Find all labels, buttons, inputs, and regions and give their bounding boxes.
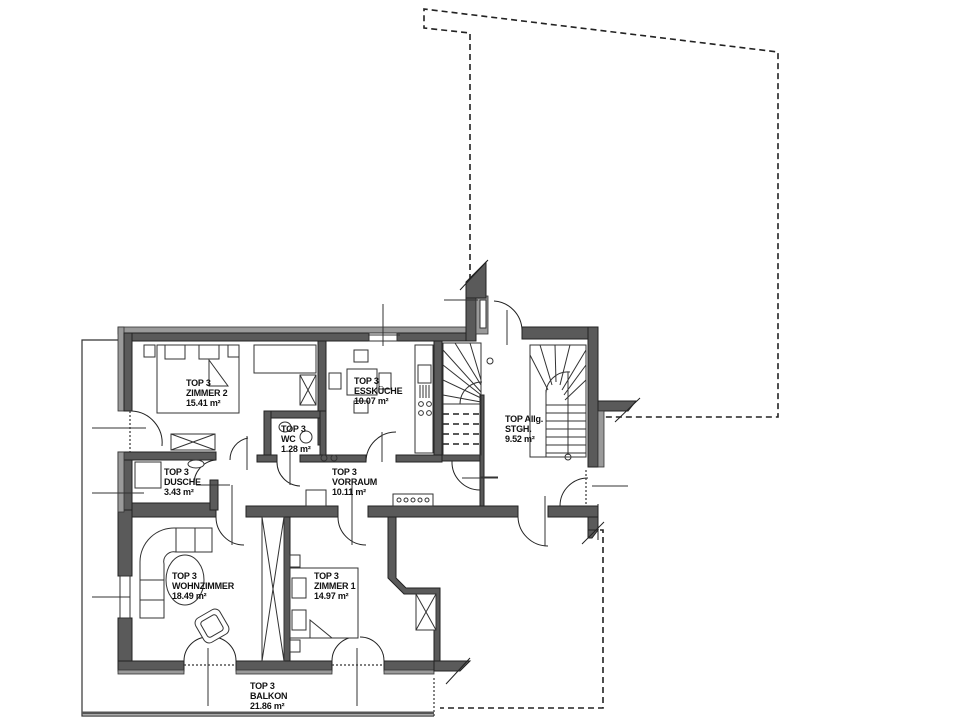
room-unit: TOP 3 — [186, 378, 211, 388]
bed-zimmer2 — [143, 344, 240, 414]
exterior-walls — [117, 259, 641, 685]
room-unit: TOP 3 — [314, 571, 339, 581]
room-label-stiegenhaus: TOP Allg. STGH. 9.52 m² — [505, 414, 543, 444]
room-unit: TOP 3 — [164, 467, 189, 477]
bed-zimmer1 — [289, 554, 437, 653]
shower — [134, 459, 205, 489]
room-label-wc: TOP 3 WC 1.28 m² — [281, 424, 311, 454]
room-unit: TOP 3 — [172, 571, 197, 581]
room-name: ZIMMER 2 — [186, 388, 228, 398]
room-label-balkon: TOP 3 BALKON 21.86 m² — [250, 681, 287, 711]
sofa — [139, 527, 230, 644]
room-area: 14.97 m² — [314, 591, 349, 601]
interior-walls — [117, 340, 599, 662]
closet-divider — [261, 516, 285, 662]
room-area: 15.41 m² — [186, 398, 221, 408]
room-name: ESSKÜCHE — [354, 386, 403, 396]
room-label-zimmer1: TOP 3 ZIMMER 1 14.97 m² — [314, 571, 356, 601]
room-label-vorraum: TOP 3 VORRAUM 10.11 m² — [332, 467, 377, 497]
room-name: DUSCHE — [164, 477, 201, 487]
staircase-left — [442, 342, 494, 456]
room-label-zimmer2: TOP 3 ZIMMER 2 15.41 m² — [186, 378, 228, 408]
kitchen-counter — [414, 344, 434, 454]
room-area: 9.52 m² — [505, 434, 535, 444]
balcony-outline — [81, 339, 434, 717]
staircase-right — [529, 344, 587, 461]
room-unit: TOP 3 — [354, 376, 379, 386]
dashed-outline-upper — [423, 8, 779, 418]
room-name: BALKON — [250, 691, 288, 701]
vorraum-fixtures — [305, 489, 434, 507]
room-name: VORRAUM — [332, 477, 378, 487]
room-area: 18.49 m² — [172, 591, 207, 601]
room-area: 21.86 m² — [250, 701, 285, 711]
room-area: 10.07 m² — [354, 396, 389, 406]
wc-fixtures — [278, 421, 338, 462]
doors — [94, 300, 589, 706]
room-area: 10.11 m² — [332, 487, 366, 497]
room-label-esskueche: TOP 3 ESSKÜCHE 10.07 m² — [354, 376, 403, 406]
room-unit: TOP 3 — [250, 681, 275, 691]
room-name: ZIMMER 1 — [314, 581, 356, 591]
room-label-wohnzimmer: TOP 3 WOHNZIMMER 18.49 m² — [172, 571, 234, 601]
dining-table — [328, 349, 392, 414]
room-name: WOHNZIMMER — [172, 581, 234, 591]
dashed-outline-lower — [433, 529, 604, 716]
room-unit: TOP 3 — [281, 424, 306, 434]
wardrobe-zimmer2 — [170, 344, 317, 451]
room-unit: TOP Allg. — [505, 414, 544, 424]
room-name: WC — [281, 434, 296, 444]
room-name: STGH. — [505, 424, 532, 434]
room-area: 3.43 m² — [164, 487, 194, 497]
room-unit: TOP 3 — [332, 467, 357, 477]
room-label-dusche: TOP 3 DUSCHE 3.43 m² — [164, 467, 201, 497]
room-area: 1.28 m² — [281, 444, 311, 454]
